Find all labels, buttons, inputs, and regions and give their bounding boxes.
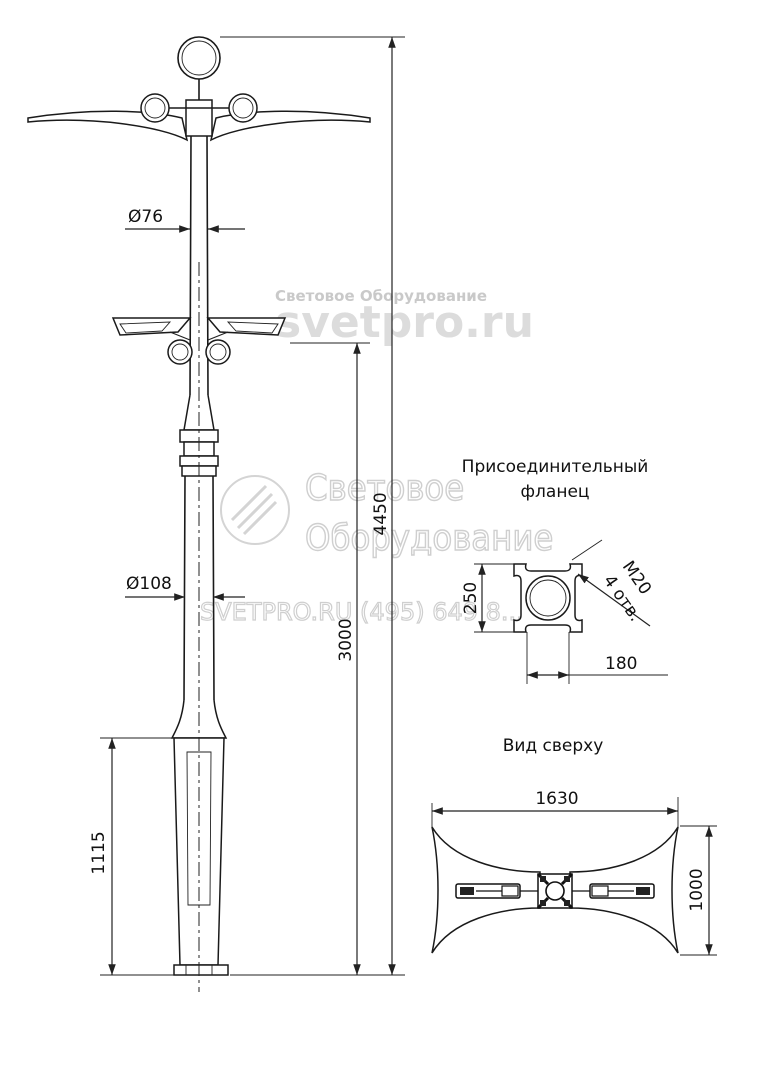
flange-size-width: 180	[605, 654, 637, 674]
dim-diameter-top: Ø76	[128, 207, 163, 227]
flange-title-line2: фланец	[521, 482, 590, 502]
flange-section: Присоединительный фланец 250 180 M20 4 о…	[461, 457, 668, 684]
top-view-depth: 1000	[687, 868, 707, 911]
top-view-hub	[536, 872, 574, 910]
watermark-line2: svetpro.ru	[275, 297, 534, 348]
top-view-title: Вид сверху	[503, 736, 604, 756]
top-view: Вид сверху 1630 1000	[431, 736, 717, 956]
watermark-line1: Световое Оборудование	[275, 287, 487, 305]
watermark: Световое Оборудование svetpro.ru Светово…	[199, 287, 554, 627]
dim-height-lower: 3000	[336, 618, 356, 661]
watermark-big-line2: Оборудование	[305, 518, 553, 559]
dim-height-base: 1115	[89, 831, 109, 874]
dimension-labels: 4450 3000 1115 Ø76 Ø108	[89, 207, 391, 875]
flange-plate	[513, 563, 583, 633]
flange-size-height: 250	[461, 582, 481, 614]
top-view-luminaire-right	[570, 883, 655, 899]
top-view-width: 1630	[535, 789, 578, 809]
watermark-logo-icon	[220, 475, 290, 545]
flange-title-line1: Присоединительный	[462, 457, 649, 477]
watermark-phone: SVETPRO.RU (495) 649 8...	[200, 598, 524, 626]
dim-height-total: 4450	[371, 492, 391, 535]
pole-side-view	[27, 36, 371, 992]
watermark-big-line1: Световое	[305, 468, 464, 509]
dim-diameter-bottom: Ø108	[126, 574, 172, 594]
dimension-lines	[100, 36, 405, 976]
top-view-luminaire-left	[455, 883, 540, 899]
